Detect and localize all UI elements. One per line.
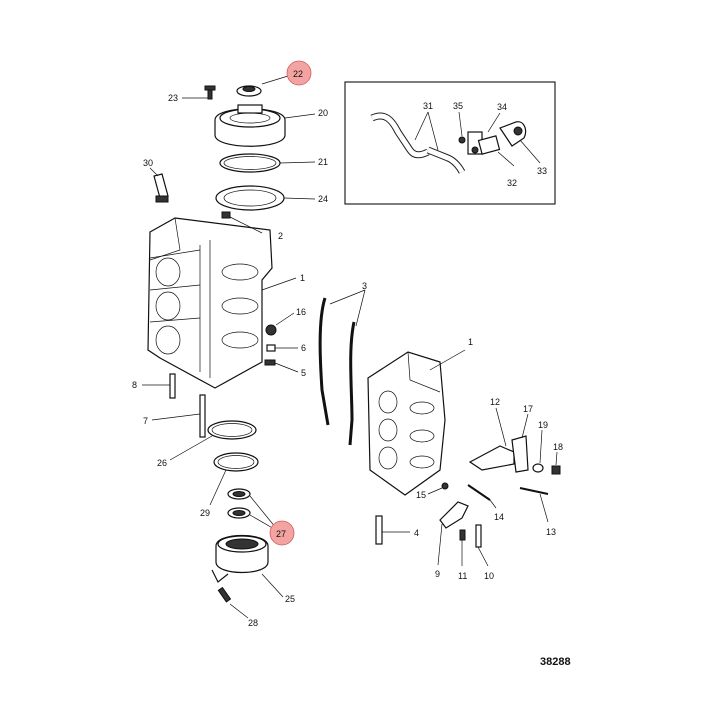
top-cap-assembly [182,75,316,211]
callout-30: 30 [143,158,153,168]
callout-21: 21 [318,157,328,167]
gasket-part-26 [207,420,257,440]
callout-4: 4 [414,528,419,538]
bracket-part-17 [511,435,529,473]
washer-part-6 [266,344,276,352]
callout-20: 20 [318,108,328,118]
inset-detail-box [344,81,556,205]
callout-13: 13 [546,527,556,537]
screw-part-13 [519,487,549,495]
callout-6: 6 [301,343,306,353]
callout-17: 17 [523,404,533,414]
highlight-circle-22 [286,60,312,86]
callout-22: 22 [293,69,303,79]
callout-9: 9 [435,569,440,579]
callout-8: 8 [132,380,137,390]
callout-19: 19 [538,420,548,430]
callout-1-right: 1 [468,337,473,347]
callout-7: 7 [143,416,148,426]
elbow-fitting-part-32 [477,135,501,155]
stud-part-7 [199,394,206,438]
callout-32: 32 [507,178,517,188]
callout-23: 23 [168,93,178,103]
cylinder-block-right [367,349,561,567]
screw-part-11 [459,529,466,541]
callout-33: 33 [537,166,547,176]
lower-seal-stack [169,420,284,619]
callout-25: 25 [285,594,295,604]
callout-35: 35 [453,101,463,111]
callout-31: 31 [423,101,433,111]
screw-part-5 [264,359,276,366]
callout-18: 18 [553,442,563,452]
fitting-part-30 [153,173,169,199]
callout-29: 29 [200,508,210,518]
linkage-part-12 [468,445,515,471]
callout-34: 34 [497,102,507,112]
plug-part-16 [265,324,277,336]
callout-3: 3 [362,281,367,291]
callout-14: 14 [494,512,504,522]
callout-28: 28 [248,618,258,628]
cylinder-block-left [142,167,299,438]
callout-24: 24 [318,194,328,204]
callout-labels: 23 22 20 21 24 30 2 1 16 6 5 8 7 3 26 29… [132,60,571,668]
lever-part-9 [439,501,469,529]
callout-5: 5 [301,368,306,378]
stud-part-8 [169,373,176,399]
callout-12: 12 [490,397,500,407]
screw-part-10 [475,524,482,548]
screw-part-14 [467,484,491,501]
figure-number: 38288 [540,656,571,668]
callout-15: 15 [416,490,426,500]
callout-1-left: 1 [300,273,305,283]
highlight-circle-27 [269,520,295,546]
screw-part-35 [458,136,466,144]
seal-part-29 [213,452,259,472]
stud-part-4 [375,515,383,545]
callout-16: 16 [296,307,306,317]
gasket-part-24 [215,185,285,211]
callout-11: 11 [458,571,467,581]
bolt-part-28 [217,586,232,603]
callout-27: 27 [276,529,286,539]
callout-26: 26 [157,458,167,468]
callout-2: 2 [278,231,283,241]
washer-part-19 [532,463,544,473]
callout-10: 10 [484,571,494,581]
hose-pair-part-3 [318,289,366,446]
nut-part-18 [551,465,561,475]
washer-part-15 [441,482,449,490]
